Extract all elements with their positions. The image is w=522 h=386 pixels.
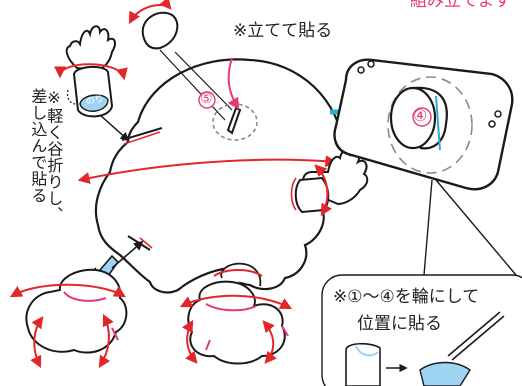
ear-piece <box>141 11 179 50</box>
marker-4: ④ <box>413 106 428 125</box>
marker-5: ⑤ <box>200 91 213 107</box>
stand-note: ※立てて貼る <box>233 21 333 41</box>
right-foot <box>187 280 286 365</box>
ring-note-2: 位置に貼る <box>357 314 442 334</box>
left-foot <box>25 268 128 354</box>
left-hand <box>65 25 116 72</box>
top-right-caption: 組み立てます <box>410 0 512 11</box>
ring-note-1: ※①～④を輪にして <box>333 287 480 307</box>
fold-note-1: 差し込んで貼る <box>28 88 48 204</box>
fold-note-2: ※軽く谷折りし、 <box>44 88 64 223</box>
